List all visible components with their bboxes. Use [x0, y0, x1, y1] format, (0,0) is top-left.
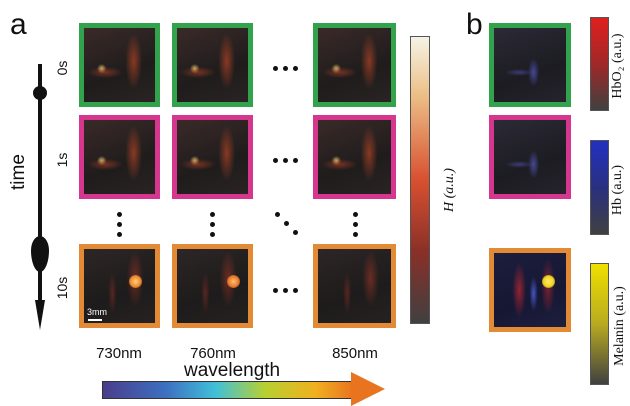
hbo2-colorbar: [590, 17, 609, 111]
ellipsis-dot: [273, 158, 278, 163]
ellipsis-dot: [283, 158, 288, 163]
ellipsis-dot: [273, 66, 278, 71]
ellipsis-dot: [353, 222, 358, 227]
image-0s-850nm: [313, 23, 396, 107]
melanin-spot: [542, 275, 555, 288]
wavelength-label: wavelength: [184, 360, 281, 381]
panel-letter-a: a: [10, 8, 27, 41]
column-label-850nm: 850nm: [332, 345, 378, 362]
ellipsis-dot: [273, 288, 278, 293]
h-colorbar-label: H (a.u.): [442, 168, 457, 212]
ellipsis-dot: [284, 221, 289, 226]
image-10s-730nm: 3mm: [79, 244, 160, 328]
ellipsis-dot: [293, 158, 298, 163]
ellipsis-dot: [353, 232, 358, 237]
ellipsis-dot: [353, 212, 358, 217]
ellipsis-dot: [117, 232, 122, 237]
image-0s-760nm: [172, 23, 253, 107]
hotspot: [129, 275, 142, 288]
image-1s-730nm: [79, 115, 160, 199]
ellipsis-dot: [283, 288, 288, 293]
ellipsis-dot: [210, 212, 215, 217]
column-label-760nm: 760nm: [190, 345, 236, 362]
hbo2-colorbar-label: HbO₂ (a.u.): [610, 33, 625, 99]
melanin-colorbar: [590, 263, 609, 385]
time-arrow-tip: [35, 300, 45, 330]
ellipsis-dot: [275, 212, 280, 217]
ellipsis-dot: [210, 232, 215, 237]
time-axis-label: time: [8, 154, 29, 190]
image-10s-760nm: [172, 244, 253, 328]
image-10s-850nm: [313, 244, 396, 328]
hb-colorbar: [590, 140, 609, 235]
image-1s-760nm: [172, 115, 253, 199]
row-label-10s: 10s: [54, 276, 70, 300]
ellipsis-dot: [117, 212, 122, 217]
hotspot: [227, 275, 240, 288]
image-hbo2: [489, 23, 571, 107]
scale-bar: [88, 319, 102, 321]
melanin-colorbar-label: Melanin (a.u.): [612, 286, 627, 366]
image-melanin: [489, 248, 571, 332]
h-colorbar: [410, 36, 430, 324]
ellipsis-dot: [210, 222, 215, 227]
ellipsis-dot: [293, 66, 298, 71]
image-1s-850nm: [313, 115, 396, 199]
wavelength-arrow: [102, 381, 354, 399]
time-arrow: [38, 64, 42, 314]
row-label-1s: 1s: [54, 152, 70, 168]
ellipsis-dot: [283, 66, 288, 71]
column-label-730nm: 730nm: [96, 345, 142, 362]
hb-colorbar-label: Hb (a.u.): [610, 164, 625, 216]
time-marker-0s: [33, 86, 47, 100]
row-label-0s: 0s: [54, 60, 70, 76]
scale-bar-label: 3mm: [87, 307, 107, 317]
time-marker-10s: [31, 236, 49, 272]
image-hb: [489, 115, 571, 199]
wavelength-arrow-tip: [351, 372, 385, 406]
ellipsis-dot: [293, 288, 298, 293]
image-0s-730nm: [79, 23, 160, 107]
ellipsis-dot: [293, 230, 298, 235]
panel-letter-b: b: [466, 8, 483, 41]
ellipsis-dot: [117, 222, 122, 227]
